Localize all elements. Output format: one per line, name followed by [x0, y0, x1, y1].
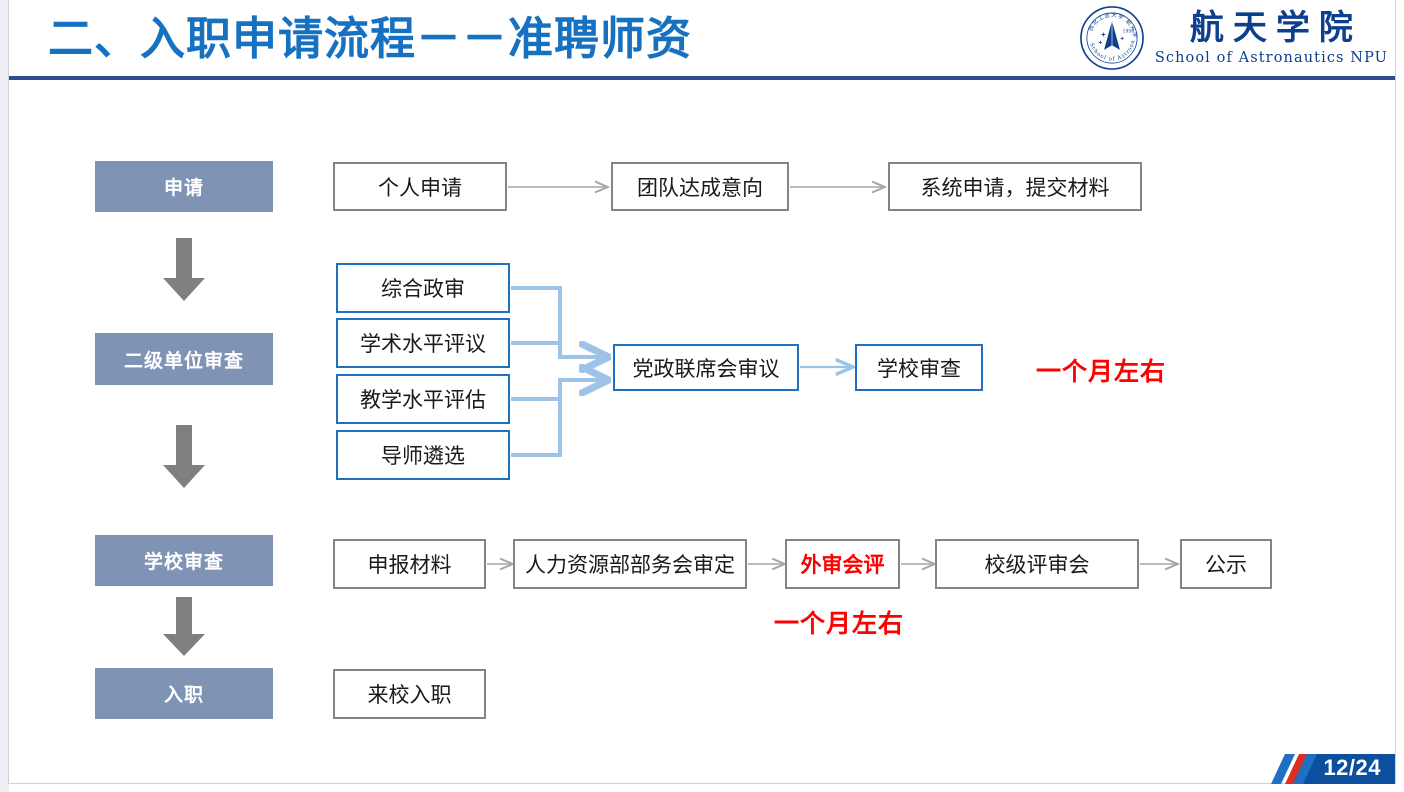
node-label: 导师遴选 — [381, 445, 465, 468]
school-logo: 1958 西北工业大学 航天学院 School of Astronautics … — [1079, 2, 1388, 74]
school-of-astronautics-emblem-icon: 1958 西北工业大学 航天学院 School of Astronautics … — [1079, 5, 1144, 70]
node-personal-application: 个人申请 — [333, 162, 507, 211]
node-system-submission: 系统申请，提交材料 — [888, 162, 1142, 211]
down-arrow-icon-3 — [163, 597, 205, 656]
slide-frame — [8, 0, 1396, 784]
node-label: 系统申请，提交材料 — [920, 176, 1110, 200]
node-label: 学术水平评议 — [360, 333, 486, 356]
stage-label-school-review: 学校审查 — [95, 535, 273, 586]
node-label: 申报材料 — [367, 554, 452, 577]
page-title: 二、入职申请流程－－准聘师资 — [48, 13, 693, 64]
school-logo-text: 航天学院 School of Astronautics NPU — [1155, 11, 1388, 66]
node-label: 来校入职 — [367, 684, 452, 707]
node-label: 团队达成意向 — [637, 176, 763, 200]
stage-label-text: 学校审查 — [143, 552, 224, 573]
node-joint-party-admin-meeting: 党政联席会审议 — [613, 344, 799, 391]
page-number-shape — [1271, 754, 1395, 784]
node-label: 校级评审会 — [984, 554, 1090, 577]
stage-label-text: 申请 — [163, 178, 204, 199]
node-comprehensive-political-review: 综合政审 — [336, 263, 510, 313]
school-logo-cn: 航天学院 — [1189, 7, 1362, 48]
node-label: 教学水平评估 — [360, 389, 486, 412]
stage-label-onboarding: 入职 — [95, 668, 273, 719]
note-duration-school-review: 一个月左右 — [774, 610, 905, 638]
header-divider — [9, 76, 1395, 80]
stage-label-text: 二级单位审查 — [123, 350, 244, 372]
stage-label-unit-review: 二级单位审查 — [95, 333, 273, 385]
page-number-text: 12/24 — [1323, 755, 1381, 780]
node-label: 公示 — [1205, 554, 1247, 577]
down-arrow-icon-2 — [163, 425, 205, 488]
node-label: 党政联席会审议 — [632, 357, 780, 381]
node-label: 个人申请 — [378, 176, 462, 200]
node-academic-level-review: 学术水平评议 — [336, 318, 510, 368]
node-application-materials: 申报材料 — [333, 539, 486, 589]
node-public-announcement: 公示 — [1180, 539, 1272, 589]
node-label: 外审会评 — [800, 554, 885, 577]
node-label: 综合政审 — [381, 278, 465, 301]
node-team-agreement: 团队达成意向 — [611, 162, 789, 211]
school-logo-en: School of Astronautics NPU — [1154, 49, 1388, 66]
slide-header: 二、入职申请流程－－准聘师资 1958 西北工业大学 航天学院 — [0, 0, 1404, 84]
down-arrow-icon-1 — [163, 238, 205, 301]
node-label: 人力资源部部务会审定 — [525, 554, 735, 577]
node-supervisor-selection: 导师遴选 — [336, 430, 510, 480]
slide-left-gutter — [0, 0, 9, 792]
node-teaching-level-assessment: 教学水平评估 — [336, 374, 510, 424]
node-university-review-committee: 校级评审会 — [935, 539, 1139, 589]
stage-label-application: 申请 — [95, 161, 273, 212]
stage-label-text: 入职 — [163, 685, 204, 706]
node-join-university: 来校入职 — [333, 669, 486, 719]
node-external-review-meeting: 外审会评 — [785, 539, 900, 589]
note-duration-unit-review: 一个月左右 — [1036, 358, 1167, 386]
page-number-badge: 12/24 — [1263, 752, 1395, 786]
svg-text:1958: 1958 — [1122, 29, 1134, 35]
node-label: 学校审查 — [877, 357, 961, 381]
node-hr-department-decision: 人力资源部部务会审定 — [513, 539, 747, 589]
node-school-review: 学校审查 — [855, 344, 983, 391]
